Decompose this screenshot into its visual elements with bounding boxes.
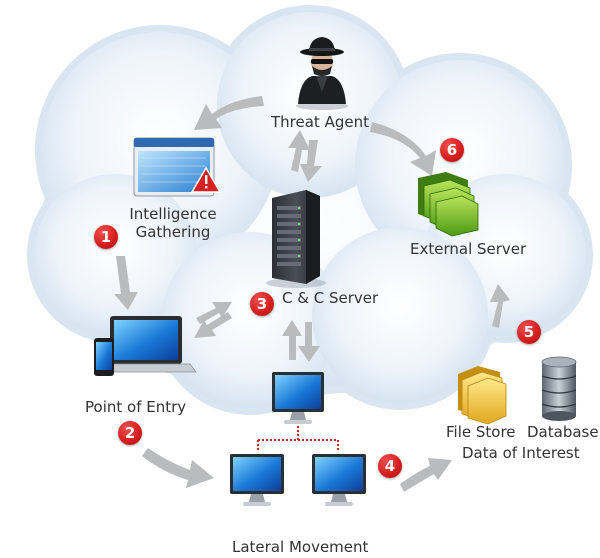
step-badge-1: 1 — [94, 225, 118, 249]
database-label: Database — [527, 423, 599, 441]
arrow-cc-to-lateral — [298, 322, 320, 362]
monitors-icon — [230, 372, 366, 506]
arrow-data-to-external — [490, 284, 510, 328]
point-of-entry-label: Point of Entry — [85, 398, 187, 416]
step-badge-5: 5 — [517, 320, 541, 344]
arrow-entry-to-lateral — [142, 448, 214, 488]
step-badge-2: 2 — [118, 421, 142, 445]
arrow-intel-to-entry — [114, 256, 138, 310]
flow-arrows — [114, 96, 510, 492]
lateral-movement-label: Lateral Movement — [232, 538, 369, 556]
arrow-agent-to-cc — [300, 140, 322, 182]
file-store-label: File Store — [446, 423, 516, 441]
threat-agent-label: Threat Agent — [271, 113, 369, 131]
intelligence-label-line2: Gathering — [135, 223, 211, 241]
arrow-lateral-to-cc — [282, 320, 302, 360]
step-badge-3: 3 — [250, 292, 274, 316]
external-server-label: External Server — [410, 240, 527, 258]
arrow-agent-to-intel — [194, 96, 264, 130]
web-page-warning-icon — [133, 137, 222, 197]
arrow-lateral-to-data — [400, 458, 452, 492]
step-badge-4: 4 — [378, 454, 402, 478]
folder-icon — [458, 366, 507, 425]
arrow-cc-to-entry — [194, 312, 232, 338]
arrow-entry-to-cc — [196, 302, 232, 324]
step-badge-6: 6 — [440, 138, 464, 162]
arrow-cc-to-agent — [288, 130, 310, 172]
database-icon — [541, 356, 577, 421]
arrow-agent-to-external — [370, 122, 436, 176]
folders-icon — [418, 172, 479, 237]
server-rack-icon — [266, 190, 326, 288]
laptop-phone-icon — [94, 316, 197, 376]
intelligence-label-line1: Intelligence — [129, 205, 217, 223]
spy-icon — [296, 37, 348, 110]
cc-server-label: C & C Server — [282, 289, 379, 307]
data-of-interest-label: Data of Interest — [462, 444, 580, 462]
